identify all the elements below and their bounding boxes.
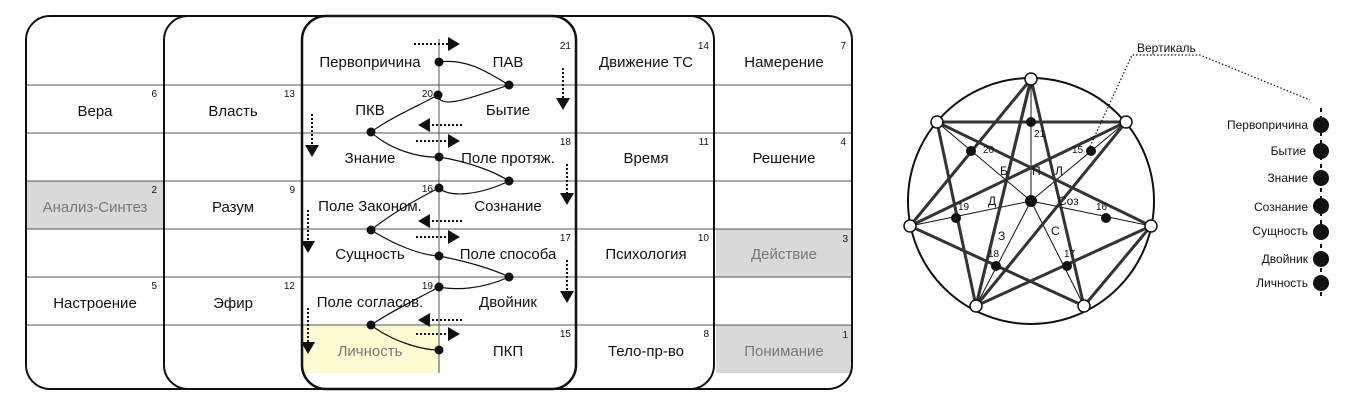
num-vremya: 11 [699, 137, 710, 148]
cell-pav: ПАВ [493, 54, 524, 71]
num-dvizhenie: 14 [698, 41, 710, 52]
vlist-label-3: Сознание [1254, 200, 1308, 214]
num-razum: 9 [289, 185, 295, 196]
cell-namerenie: Намерение [744, 54, 824, 71]
num-namerenie: 7 [840, 41, 846, 52]
cell-nastroenie: Настроение [53, 295, 137, 312]
cell-analiz-bg [26, 181, 164, 229]
flow-nodes [366, 57, 514, 355]
cell-vlast: Власть [208, 103, 257, 120]
cell-pole-sposoba: Поле способа [460, 246, 557, 263]
cell-pole-zakonom: Поле Законом. [318, 198, 422, 215]
cell-razum: Разум [212, 199, 254, 216]
star-num-17: 17 [1064, 249, 1076, 260]
star-outer-nodes [903, 72, 1158, 313]
star-letter-soz: Соз [1058, 194, 1079, 208]
cell-ponimanie-bg [716, 325, 852, 373]
num-pole-protyazh: 18 [560, 137, 572, 148]
cell-bytie: Бытие [486, 102, 530, 119]
cell-sushchnost: Сущность [335, 246, 405, 263]
vlist-dot-5 [1313, 251, 1329, 267]
vlist-label-6: Личность [1256, 276, 1308, 290]
num-deistvie: 3 [842, 234, 848, 245]
star-num-20: 20 [983, 145, 995, 156]
num-efir: 12 [284, 281, 296, 292]
cell-lichnost: Личность [338, 343, 403, 360]
num-reshenie: 4 [840, 137, 846, 148]
vlist-dot-0 [1313, 117, 1329, 133]
star-num-15: 15 [1072, 145, 1084, 156]
num-analiz: 2 [151, 185, 157, 196]
vlist-dot-1 [1313, 143, 1329, 159]
cell-analiz: Анализ-Синтез [43, 199, 148, 216]
vlist-dot-4 [1313, 224, 1329, 240]
cell-vera: Вера [77, 103, 113, 120]
vlist-label-2: Знание [1267, 171, 1308, 185]
vlist-dot-2 [1313, 170, 1329, 186]
star-letter-b: Б [1000, 164, 1008, 178]
cell-znanie: Знание [345, 150, 396, 167]
cell-pole-soglasov: Поле согласов. [317, 294, 423, 311]
cell-telo: Тело-пр-во [608, 343, 684, 360]
vertical-label: Вертикаль [1137, 41, 1196, 55]
cell-pkp: ПКП [493, 343, 523, 360]
cell-vremya: Время [623, 150, 668, 167]
cell-deistvie: Действие [751, 246, 817, 263]
cell-pkv: ПКВ [355, 102, 385, 119]
num-psihologiya: 10 [698, 233, 710, 244]
star-inner-nodes [951, 117, 1111, 271]
star-letter-p: П [1032, 164, 1041, 178]
cell-dvizhenie: Движение ТС [599, 54, 693, 71]
star-num-21: 21 [1034, 129, 1046, 140]
cell-psihologiya: Психология [605, 246, 686, 263]
star-spokes [909, 79, 1152, 307]
star-letter-s: С [1051, 224, 1060, 238]
cell-soznanie: Сознание [474, 198, 542, 215]
star-letter-l: Л [1055, 164, 1063, 178]
num-pkp: 15 [560, 329, 572, 340]
num-nastroenie: 5 [151, 281, 157, 292]
num-bytie: 20 [422, 89, 434, 100]
cell-dvoinik: Двойник [479, 294, 537, 311]
vlist-label-5: Двойник [1262, 252, 1309, 266]
num-soznanie: 16 [422, 184, 434, 195]
dotted-arrows [301, 37, 574, 354]
vlist-label-4: Сущность [1252, 224, 1308, 238]
num-dvoinik: 19 [422, 281, 434, 292]
num-pole-sposoba: 17 [560, 233, 572, 244]
num-pav: 21 [560, 41, 572, 52]
num-vera: 6 [151, 89, 157, 100]
num-telo: 8 [703, 329, 709, 340]
cell-pole-protyazh: Поле протяж. [461, 150, 555, 167]
vlist-label-1: Бытие [1271, 144, 1307, 158]
star-diagram: 21 20 15 19 16 18 17 Б П Л Д Соз З С Вер… [903, 41, 1311, 325]
cell-deistvie-bg [716, 229, 852, 277]
cell-reshenie: Решение [752, 150, 815, 167]
star-letter-z: З [998, 229, 1005, 243]
cell-efir: Эфир [213, 295, 253, 312]
star-num-19: 19 [958, 202, 970, 213]
cell-pervoprichina: Первопричина [319, 54, 421, 71]
vertical-list: Первопричина Бытие Знание Сознание Сущно… [1227, 108, 1329, 300]
star-letter-d: Д [988, 194, 996, 208]
vlist-dot-3 [1313, 198, 1329, 214]
panel-center-border [300, 14, 578, 391]
cell-ponimanie: Понимание [744, 343, 823, 360]
star-num-18: 18 [988, 249, 1000, 260]
vlist-dot-6 [1313, 275, 1329, 291]
vlist-label-0: Первопричина [1227, 118, 1308, 132]
num-vlast: 13 [284, 89, 296, 100]
num-ponimanie: 1 [842, 330, 848, 341]
star-num-16: 16 [1096, 202, 1108, 213]
vertical-callout-line [1086, 54, 1311, 154]
